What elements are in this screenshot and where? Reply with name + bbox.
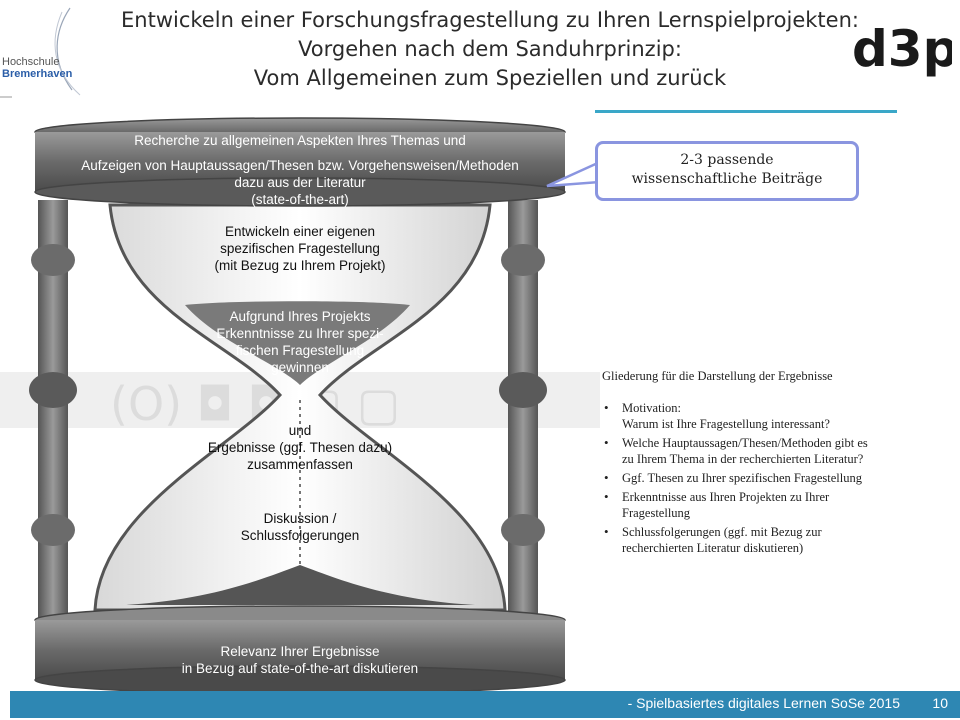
hourglass-graphic: (O) ◘ ◘ ▢ ▢ bbox=[0, 117, 600, 695]
d3p-logo: d3p bbox=[852, 14, 958, 86]
bottom-band-text: Relevanz Ihrer Ergebnisse in Bezug auf s… bbox=[181, 644, 419, 676]
callout-line-2: wissenschaftliche Beiträge bbox=[631, 171, 823, 187]
lower-glass-text: und Ergebnisse (ggf. Thesen dazu) zusamm… bbox=[207, 423, 393, 472]
list-item: Schlussfolgerungen (ggf. mit Bezug zur r… bbox=[604, 524, 947, 556]
footer-course-text: - Spielbasiertes digitales Lernen SoSe 2… bbox=[627, 695, 900, 711]
title-underline bbox=[595, 110, 897, 113]
callout-box: 2-3 passende wissenschaftliche Beiträge bbox=[595, 141, 859, 201]
logo-swoosh bbox=[0, 7, 81, 98]
list-item: Welche Hauptaussagen/Thesen/Methoden gib… bbox=[604, 435, 947, 467]
page-number: 10 bbox=[932, 695, 948, 711]
outline-heading: Gliederung für die Darstellung der Ergeb… bbox=[602, 369, 833, 383]
top-band-text: Aufzeigen von Hauptaussagen/Thesen bzw. … bbox=[81, 158, 519, 207]
d3p-logo-graphic: d3p bbox=[852, 20, 958, 78]
list-item: Motivation: Warum ist Ihre Fragestellung… bbox=[604, 400, 947, 432]
footer-bar bbox=[10, 691, 960, 718]
logo-right-text: d3p bbox=[852, 20, 952, 78]
top-cap-text: Recherche zu allgemeinen Aspekten Ihres … bbox=[134, 133, 466, 148]
outline-list: Motivation: Warum ist Ihre Fragestellung… bbox=[602, 400, 947, 556]
title-line-3: Vom Allgemeinen zum Speziellen und zurüc… bbox=[253, 66, 727, 90]
hourglass-diagram: (O) ◘ ◘ ▢ ▢ Recherche zu allgemeinen Asp… bbox=[0, 110, 600, 698]
logo-left-text: Hochschule Bremerhaven bbox=[2, 56, 73, 80]
page-title: Entwickeln einer Forschungsfragestellung… bbox=[110, 6, 870, 93]
lower-sand bbox=[125, 565, 475, 605]
title-line-2: Vorgehen nach dem Sanduhrprinzip: bbox=[298, 37, 682, 61]
list-item: Erkenntnisse aus Ihren Projekten zu Ihre… bbox=[604, 489, 947, 521]
sand-text: Aufgrund Ihres Projekts Erkenntnisse zu … bbox=[216, 309, 384, 375]
list-item: Ggf. Thesen zu Ihrer spezifischen Frages… bbox=[604, 470, 947, 486]
hochschule-bremerhaven-logo: Hochschule Bremerhaven bbox=[0, 0, 110, 100]
outline-section: Gliederung für die Darstellung der Ergeb… bbox=[602, 368, 947, 559]
callout-line-1: 2-3 passende bbox=[680, 152, 774, 168]
title-line-1: Entwickeln einer Forschungsfragestellung… bbox=[121, 8, 859, 32]
upper-glass-text: Entwickeln einer eigenen spezifischen Fr… bbox=[214, 224, 386, 273]
upper-sand bbox=[185, 301, 410, 385]
discussion-text: Diskussion / Schlussfolgerungen bbox=[240, 511, 360, 543]
